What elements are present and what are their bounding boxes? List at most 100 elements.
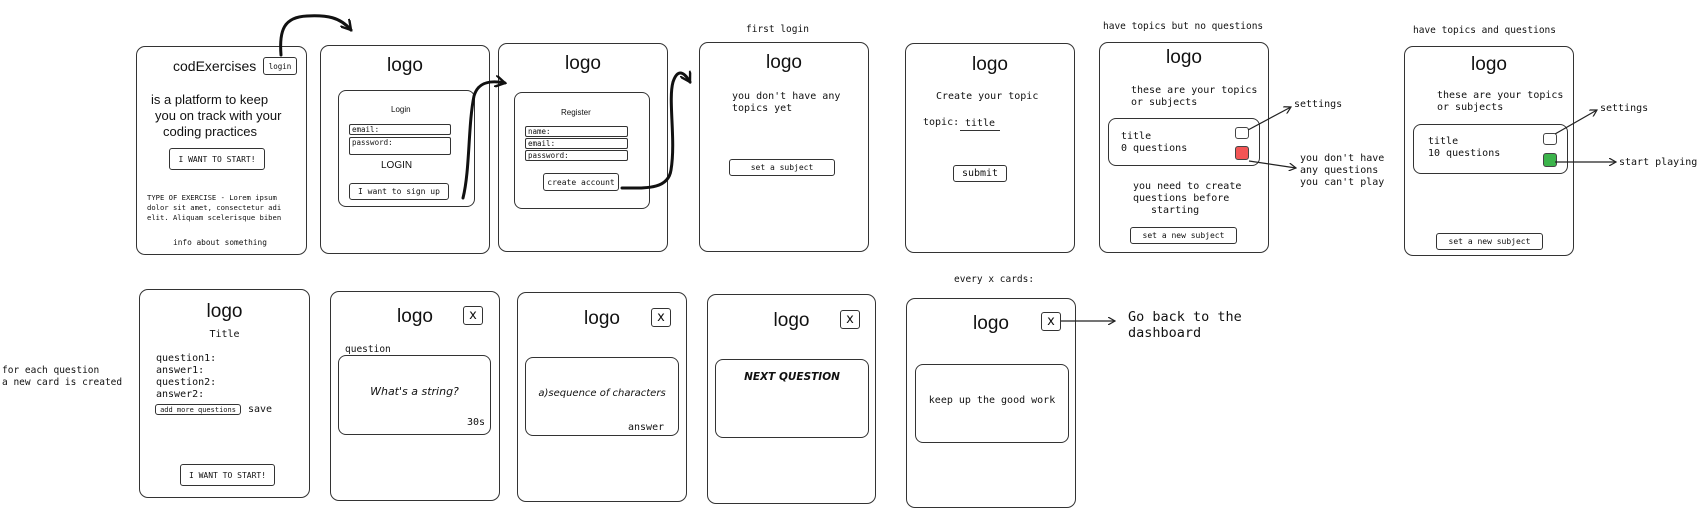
close-button[interactable]: x bbox=[463, 306, 483, 325]
login-screen: logo Login email: password: LOGIN I want… bbox=[320, 45, 490, 254]
topic-input[interactable]: title bbox=[960, 118, 1000, 131]
login-submit[interactable]: LOGIN bbox=[381, 160, 413, 171]
topics-text-1: these are your topics bbox=[1131, 85, 1258, 96]
topic-card-count: 10 questions bbox=[1428, 148, 1501, 159]
need-questions-1: you need to create bbox=[1133, 181, 1242, 192]
caption-with-questions: have topics and questions bbox=[1413, 25, 1556, 36]
start-button[interactable]: I WANT TO START! bbox=[180, 464, 275, 486]
register-screen: logo Register name: email: password: cre… bbox=[498, 43, 668, 252]
next-question-text[interactable]: NEXT QUESTION bbox=[744, 371, 840, 383]
email-field[interactable]: email: bbox=[349, 124, 451, 135]
exercise-description-1: TYPE OF EXERCISE - Lorem ipsum bbox=[147, 193, 277, 202]
timer: 30s bbox=[467, 417, 486, 428]
set-new-subject-button[interactable]: set a new subject bbox=[1436, 233, 1543, 250]
login-button[interactable]: login bbox=[263, 57, 297, 75]
set-new-subject-button[interactable]: set a new subject bbox=[1130, 227, 1237, 244]
flash-card[interactable]: What's a string? 30s bbox=[338, 355, 491, 435]
no-topics-line-2: topics yet bbox=[732, 103, 793, 114]
login-heading: Login bbox=[391, 105, 411, 114]
settings-icon[interactable] bbox=[1543, 133, 1557, 145]
tagline-line-3: coding practices bbox=[163, 124, 257, 139]
question2-field[interactable]: question2: bbox=[156, 377, 217, 388]
topics-with-questions-screen: logo these are your topics or subjects t… bbox=[1404, 46, 1574, 256]
back-dashboard-2: dashboard bbox=[1128, 325, 1202, 341]
logo: logo bbox=[1166, 47, 1202, 68]
create-topic-heading: Create your topic bbox=[936, 91, 1039, 102]
answer1-field[interactable]: answer1: bbox=[156, 365, 205, 376]
caption-every-x-cards: every x cards: bbox=[954, 274, 1035, 285]
answer-text: a)sequence of characters bbox=[538, 388, 666, 399]
topics-no-questions-screen: logo these are your topics or subjects t… bbox=[1099, 42, 1269, 253]
submit-button[interactable]: submit bbox=[953, 165, 1007, 182]
flash-card: keep up the good work bbox=[915, 364, 1069, 443]
topic-card-title: title bbox=[1428, 136, 1459, 147]
signup-button[interactable]: I want to sign up bbox=[349, 183, 449, 200]
topics-text-2: or subjects bbox=[1131, 97, 1198, 108]
name-field[interactable]: name: bbox=[525, 126, 628, 137]
topic-label: topic: bbox=[923, 117, 960, 128]
logo: logo bbox=[206, 301, 243, 322]
create-topic-screen: logo Create your topic topic: title subm… bbox=[905, 43, 1075, 253]
caption-no-questions: have topics but no questions bbox=[1103, 21, 1264, 32]
encouragement-text: keep up the good work bbox=[928, 395, 1056, 406]
logo: logo bbox=[387, 55, 423, 76]
side-note-1: for each question bbox=[2, 365, 100, 376]
add-questions-button[interactable]: add more questions bbox=[155, 404, 241, 415]
topic-card-count: 0 questions bbox=[1121, 143, 1188, 154]
close-button[interactable]: x bbox=[651, 308, 671, 327]
question1-field[interactable]: question1: bbox=[156, 353, 217, 364]
save-button[interactable]: save bbox=[248, 404, 273, 415]
logo: logo bbox=[397, 306, 433, 327]
flash-card[interactable]: NEXT QUESTION bbox=[715, 359, 869, 438]
close-button[interactable]: x bbox=[840, 310, 860, 329]
question-card-screen: logo x question What's a string? 30s bbox=[330, 291, 500, 501]
topic-card[interactable]: title 10 questions bbox=[1413, 124, 1568, 174]
topic-card[interactable]: title 0 questions bbox=[1108, 118, 1260, 166]
question-editor-screen: logo Title question1: answer1: question2… bbox=[139, 289, 310, 498]
info-text: info about something bbox=[173, 238, 267, 247]
settings-annotation: settings bbox=[1600, 103, 1649, 114]
no-topics-line-1: you don't have any bbox=[732, 91, 841, 102]
landing-screen: codExercises login is a platform to keep… bbox=[136, 46, 307, 255]
side-note-2: a new card is created bbox=[2, 377, 123, 388]
flash-card[interactable]: a)sequence of characters answer bbox=[525, 357, 679, 436]
logo: logo bbox=[972, 54, 1008, 75]
exercise-description-3: elit. Aliquam scelerisque biben bbox=[147, 213, 282, 222]
register-form: Register name: email: password: create a… bbox=[514, 92, 650, 209]
close-button[interactable]: x bbox=[1041, 312, 1061, 331]
logo: logo bbox=[973, 313, 1009, 334]
play-disabled-icon[interactable] bbox=[1235, 146, 1249, 160]
settings-annotation: settings bbox=[1294, 99, 1343, 110]
password-field[interactable]: password: bbox=[349, 137, 451, 155]
question-label: question bbox=[345, 344, 391, 355]
topics-text-2: or subjects bbox=[1437, 102, 1504, 113]
create-account-button[interactable]: create account bbox=[543, 173, 619, 191]
exercise-description-2: dolor sit amet, consectetur adi bbox=[147, 203, 282, 212]
next-question-screen: logo x NEXT QUESTION bbox=[707, 294, 876, 504]
logo: logo bbox=[1471, 54, 1507, 75]
cant-play-annotation-3: you can't play bbox=[1300, 177, 1385, 188]
set-subject-button[interactable]: set a subject bbox=[729, 159, 835, 176]
settings-icon[interactable] bbox=[1235, 127, 1249, 139]
logo: logo bbox=[773, 310, 810, 331]
topics-text-1: these are your topics bbox=[1437, 90, 1564, 101]
caption-first-login: first login bbox=[746, 24, 809, 35]
login-form: Login email: password: LOGIN I want to s… bbox=[338, 90, 475, 207]
tagline-line-1: is a platform to keep bbox=[151, 92, 269, 107]
play-icon[interactable] bbox=[1543, 153, 1557, 167]
logo: logo bbox=[565, 53, 601, 74]
cant-play-annotation-1: you don't have bbox=[1300, 153, 1385, 164]
logo: logo bbox=[766, 52, 802, 73]
need-questions-2: questions before bbox=[1133, 193, 1230, 204]
back-dashboard-1: Go back to the bbox=[1128, 309, 1242, 325]
answer2-field[interactable]: answer2: bbox=[156, 389, 205, 400]
tagline-line-2: you on track with your bbox=[155, 108, 282, 123]
register-heading: Register bbox=[561, 108, 591, 117]
answer-card-screen: logo x a)sequence of characters answer bbox=[517, 292, 687, 502]
deck-title: Title bbox=[209, 329, 240, 340]
start-button[interactable]: I WANT TO START! bbox=[169, 148, 265, 170]
password-field[interactable]: password: bbox=[525, 150, 628, 161]
topic-card-title: title bbox=[1121, 131, 1152, 142]
email-field[interactable]: email: bbox=[525, 138, 628, 149]
start-playing-annotation: start playing bbox=[1619, 157, 1698, 168]
